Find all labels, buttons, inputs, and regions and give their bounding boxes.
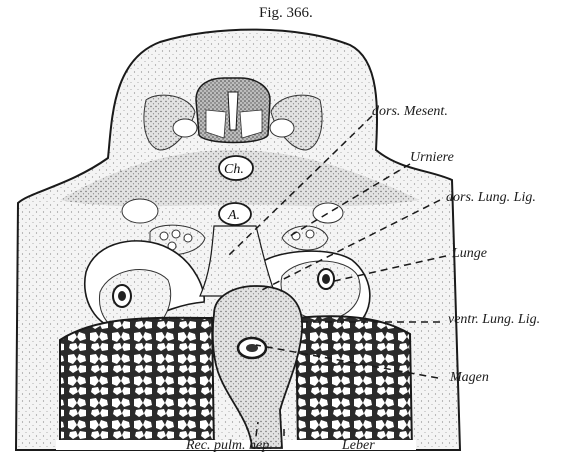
label-dors-mesent: dors. Mesent. [372,104,448,120]
aorta-label: A. [227,208,240,223]
label-dors-lung-lig: dors. Lung. Lig. [446,190,536,206]
chorda-label: Ch. [224,162,244,177]
label-magen: Magen [450,370,489,386]
label-rec-pulm-hep: Rec. pulm. hep. [186,438,273,454]
liver-left [60,318,214,450]
central-canal [228,92,238,130]
label-ventr-lung-lig: ventr. Lung. Lig. [448,312,540,328]
label-urniere: Urniere [410,150,454,166]
label-leber: Leber [342,438,375,454]
label-lunge: Lunge [452,246,487,262]
liver-right [296,316,412,450]
